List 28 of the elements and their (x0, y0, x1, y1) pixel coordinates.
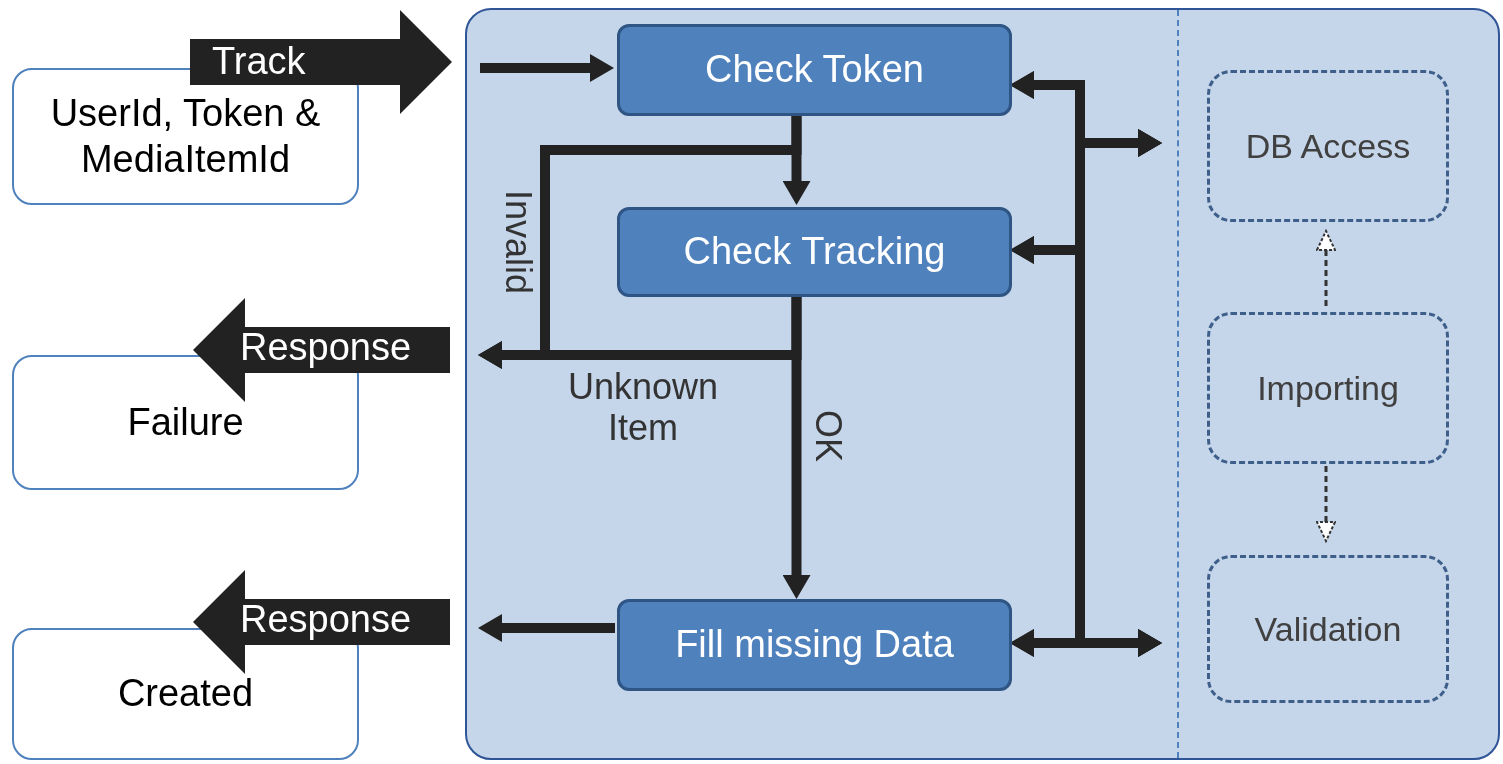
edge-label: Response (240, 598, 412, 642)
edge-label: Track (212, 40, 306, 84)
arrow (1010, 629, 1162, 657)
process-box (617, 207, 1012, 297)
arrow (1316, 466, 1336, 542)
arrow (478, 614, 615, 642)
arrow (1316, 230, 1336, 306)
node-text: UserId, Token & MediaItemId (49, 90, 322, 182)
node-text: Importing (1256, 367, 1400, 409)
node-text: Validation (1253, 608, 1403, 650)
arrow (782, 295, 811, 599)
node-text: Check Token (704, 47, 925, 93)
block-arrow (193, 298, 450, 402)
node-text: DB Access (1244, 125, 1412, 167)
block-arrow (190, 10, 452, 114)
arrow (480, 54, 614, 82)
edge-label: Response (240, 326, 412, 370)
node-text: Failure (126, 399, 245, 445)
node-text: Created (116, 671, 255, 717)
node-text: Check Tracking (682, 229, 947, 275)
block-arrow (193, 570, 450, 674)
node-text: Fill missing Data (674, 622, 955, 668)
module-box (1207, 70, 1449, 222)
system-panel (465, 8, 1500, 760)
module-box (1207, 555, 1449, 703)
module-box (1207, 312, 1449, 464)
process-box (617, 599, 1012, 691)
process-box (617, 24, 1012, 116)
